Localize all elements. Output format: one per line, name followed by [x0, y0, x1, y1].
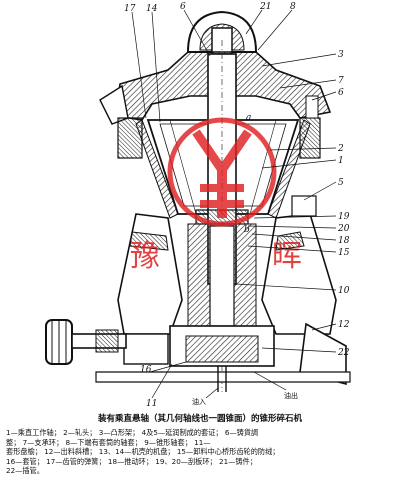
- callout-top-21: 21: [259, 2, 271, 12]
- legend-line: 1—乘直工作轴； 2—轧头； 3—凸形架； 4及5—延润制成的套证； 6—铸貨調: [6, 428, 259, 437]
- watermark-logo: [167, 117, 277, 227]
- crushing-cone: [135, 119, 311, 219]
- callouts-bottom: [149, 361, 287, 399]
- top-cap: [186, 10, 258, 55]
- watermark-char-right: 晖: [272, 239, 302, 274]
- label-oil-in: 油入: [192, 397, 206, 406]
- callout-right-20: 20: [337, 224, 350, 234]
- drive-pulley: [45, 319, 127, 365]
- figure-caption: 装有乘直悬轴（其几何轴线也一圆锥面）的锥形碎石机: [97, 414, 302, 424]
- inner-label-a: a: [246, 113, 251, 123]
- callouts-top: [131, 9, 293, 123]
- callout-right-19: 19: [338, 212, 350, 222]
- callout-right-22: 22: [337, 348, 350, 358]
- callout-right-5: 5: [338, 178, 344, 188]
- callout-bottom-11: 11: [146, 399, 157, 406]
- callout-right-2: 2: [337, 144, 344, 154]
- callout-top-6: 6: [180, 2, 186, 12]
- callout-right-15: 15: [338, 248, 350, 258]
- callout-right-10: 10: [338, 286, 350, 296]
- legend-line: 套形盘榆； 12—出料斜槽； 13、14—机壳的机盘； 15—卸料中心桥形齿轮的…: [6, 447, 280, 457]
- legend-line: 22—插管。: [6, 466, 44, 476]
- inner-label-b: b: [244, 225, 250, 235]
- callout-top-17: 17: [124, 4, 136, 14]
- base: [95, 366, 351, 392]
- vertical-shaft: [187, 40, 257, 392]
- callout-right-3: 3: [338, 50, 344, 60]
- callout-top-14: 14: [146, 4, 158, 14]
- watermark-char-left: 豫: [130, 239, 160, 274]
- callout-right-7: 7: [338, 76, 344, 86]
- callout-right-6: 6: [338, 88, 344, 98]
- callout-top-8: 8: [290, 2, 296, 12]
- label-oil-out: 油出: [284, 391, 298, 400]
- callout-right-18: 18: [338, 236, 350, 246]
- crusher-cross-section-diagram: 豫 晖 a b 17 14 6 21 8 3 7 6 2 1 5 19 20 1…: [45, 2, 351, 406]
- callout-right-1: 1: [338, 156, 344, 166]
- callout-right-12: 12: [338, 320, 350, 330]
- legend-line: 整； 7—支承环； 8—下端有套筒的轴套； 9—锥形轴套； 11—: [6, 437, 211, 447]
- legend-line: 16—套管； 17—齿管的弹簧； 18—推动环； 19、20—刮板环； 21—铸…: [6, 456, 257, 466]
- parts-legend: 1—乘直工作轴； 2—轧头； 3—凸形架； 4及5—延润制成的套证； 6—铸貨調…: [6, 428, 396, 476]
- lower-housing: [117, 195, 347, 386]
- callout-bottom-16: 16: [140, 365, 152, 375]
- callouts-right: [235, 53, 337, 353]
